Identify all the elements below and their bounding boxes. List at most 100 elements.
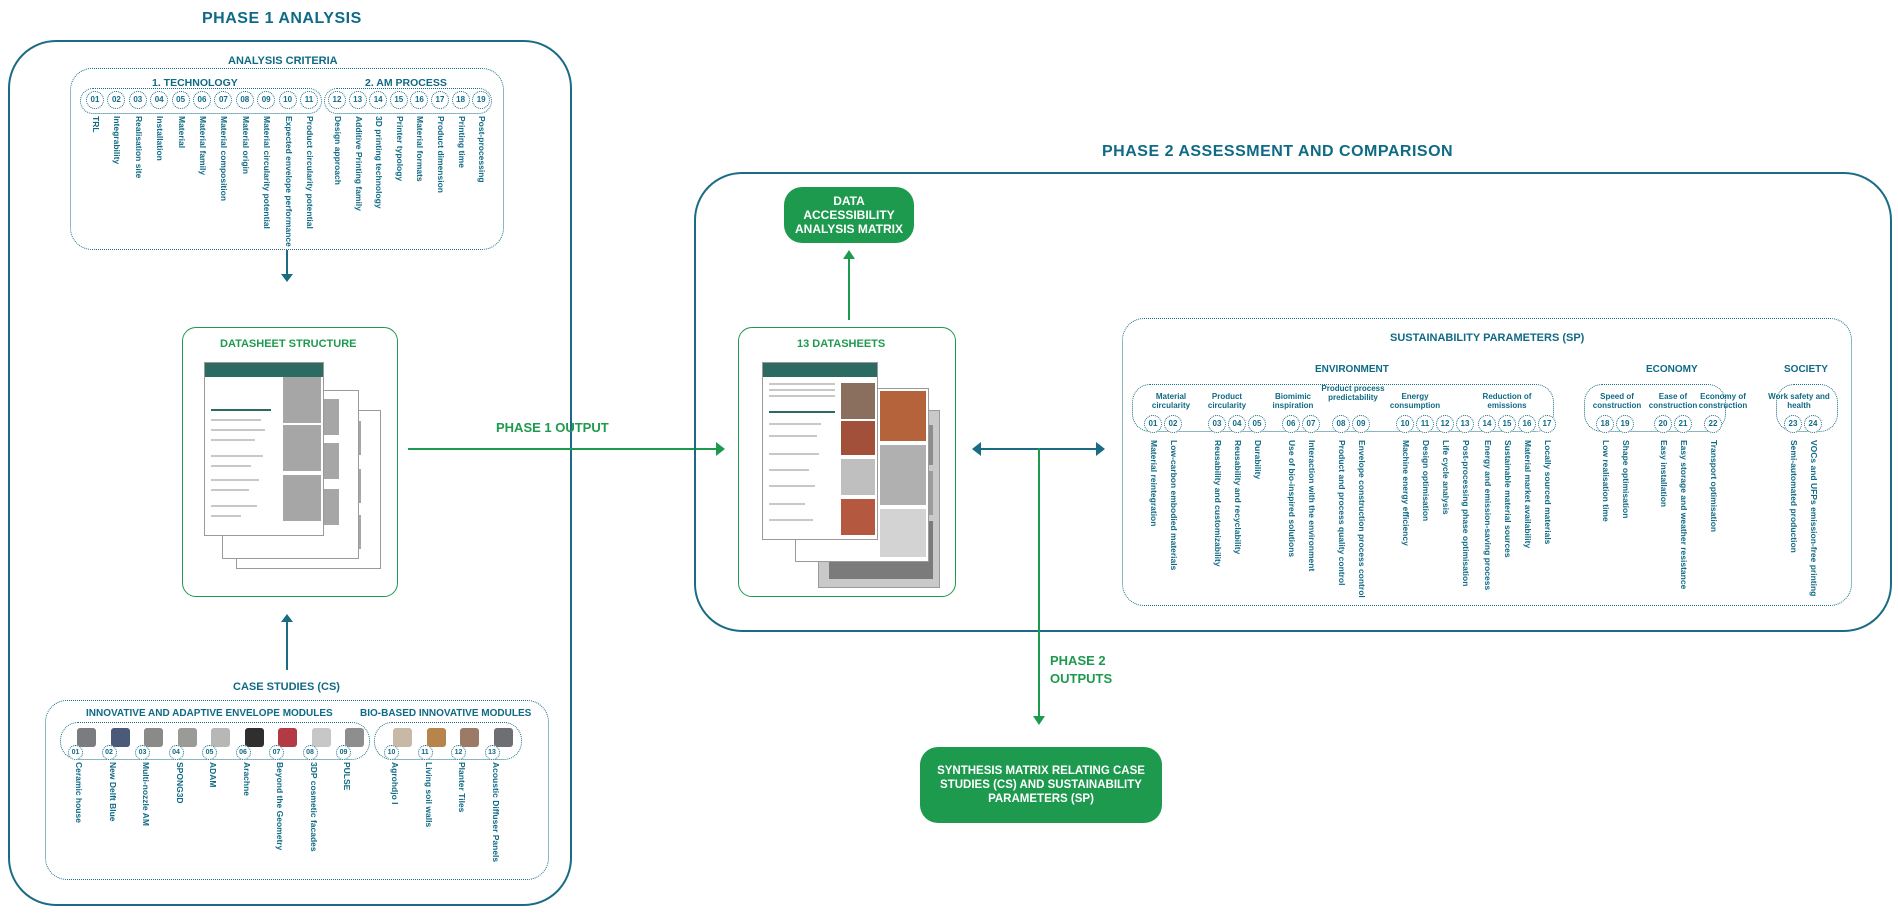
technology-group bbox=[80, 88, 322, 114]
criterion-label: Integrability bbox=[112, 116, 123, 165]
criterion-number: 07 bbox=[214, 91, 233, 109]
sp-label: Energy and emission-saving process bbox=[1483, 440, 1493, 591]
case-study-number: 05 bbox=[202, 745, 217, 760]
arrow-to-matrix-head bbox=[843, 250, 855, 259]
criterion-number: 01 bbox=[86, 91, 104, 109]
sp-label: Easy storage and weather resistance bbox=[1679, 440, 1689, 590]
phase1-output-label: PHASE 1 OUTPUT bbox=[496, 420, 609, 435]
criterion-label: Product circularity potential bbox=[305, 116, 315, 229]
sp-number: 23 bbox=[1784, 415, 1802, 433]
sp-group-label: Product circularity bbox=[1207, 392, 1247, 410]
criterion-label: Material formats bbox=[415, 116, 426, 182]
criterion-label: 3D printing technology bbox=[374, 116, 385, 209]
criterion-number: 18 bbox=[451, 91, 470, 109]
sp-group-label: Energy consumption bbox=[1389, 392, 1441, 410]
criterion-number: 09 bbox=[257, 91, 276, 109]
criterion-number: 12 bbox=[328, 91, 346, 109]
sp-label: Shape optimisation bbox=[1621, 440, 1631, 519]
criterion-number: 03 bbox=[128, 91, 147, 109]
case-study-image bbox=[144, 728, 163, 747]
sp-label: Durability bbox=[1253, 440, 1263, 480]
case-study-image bbox=[244, 728, 264, 747]
sp-number: 02 bbox=[1164, 415, 1182, 433]
phase1-output-arrowhead bbox=[716, 442, 725, 456]
case-study-label: Arachne bbox=[241, 762, 252, 797]
case-study-label: SPONG3D bbox=[174, 762, 185, 804]
case-study-image bbox=[211, 728, 230, 747]
criterion-label: Expected envelope performance bbox=[283, 116, 294, 247]
case-study-image bbox=[493, 728, 513, 747]
case-study-image bbox=[177, 728, 197, 747]
sp-label: Use of bio-inspired solutions bbox=[1287, 440, 1297, 558]
sp-group-label: Reduction of emissions bbox=[1482, 392, 1532, 410]
case-study-number: 10 bbox=[384, 745, 399, 760]
sp-number: 21 bbox=[1674, 415, 1692, 433]
technology-title: 1. TECHNOLOGY bbox=[152, 77, 238, 89]
economy-group bbox=[1584, 384, 1726, 432]
case-study-number: 11 bbox=[417, 745, 433, 760]
criterion-label: Material origin bbox=[240, 116, 251, 175]
criterion-number: 08 bbox=[235, 91, 254, 109]
data-accessibility-matrix: DATA ACCESSIBILITY ANALYSIS MATRIX bbox=[784, 187, 914, 243]
criterion-label: Design approach bbox=[333, 116, 343, 185]
sp-number: 13 bbox=[1456, 415, 1474, 433]
criterion-label: Printer typology bbox=[394, 116, 405, 182]
criterion-number: 17 bbox=[431, 91, 449, 109]
sp-number: 05 bbox=[1248, 415, 1266, 433]
arrow-criteria-head bbox=[281, 274, 293, 282]
criterion-label: TRL bbox=[91, 116, 101, 133]
sp-group-label: Work safety and health bbox=[1768, 392, 1830, 410]
criterion-number: 05 bbox=[171, 91, 190, 109]
sp-number: 12 bbox=[1436, 415, 1454, 433]
sp-number: 09 bbox=[1352, 415, 1370, 433]
criterion-number: 14 bbox=[369, 91, 388, 109]
synthesis-matrix: SYNTHESIS MATRIX RELATING CASE STUDIES (… bbox=[920, 747, 1162, 823]
sp-label: Easy installation bbox=[1659, 440, 1669, 508]
case-study-label: Multi-nozzle AM bbox=[141, 762, 151, 826]
datasheets-box bbox=[738, 327, 956, 597]
case-study-image bbox=[278, 728, 297, 747]
criterion-number: 11 bbox=[300, 91, 318, 109]
sp-label: Product and process quality control bbox=[1337, 440, 1347, 586]
sp-number: 14 bbox=[1478, 415, 1496, 433]
case-study-label: ADAM bbox=[208, 762, 218, 788]
sp-group-label: Biomimic inspiration bbox=[1272, 392, 1314, 410]
sp-label: Design optimisation bbox=[1421, 440, 1431, 522]
society-group bbox=[1776, 384, 1838, 432]
analysis-criteria-box bbox=[70, 68, 504, 250]
case-study-number: 13 bbox=[484, 745, 500, 760]
phase2-container bbox=[694, 172, 1892, 632]
sp-number: 10 bbox=[1396, 415, 1414, 433]
criterion-label: Product dimension bbox=[436, 116, 446, 193]
case-study-label: Agrohdjo I bbox=[390, 762, 400, 805]
criterion-label: Material circularity potential bbox=[262, 116, 273, 229]
criterion-label: Printing time bbox=[456, 116, 467, 168]
arrow-to-matrix bbox=[848, 258, 850, 320]
criterion-label: Post-processing bbox=[477, 116, 488, 183]
sp-group-label: Product process predictability bbox=[1321, 384, 1385, 402]
case-studies-box bbox=[45, 700, 549, 880]
case-study-label: Living soil walls bbox=[423, 762, 434, 828]
case-study-number: 01 bbox=[68, 745, 83, 760]
phase2-title: PHASE 2 ASSESSMENT AND COMPARISON bbox=[1102, 143, 1454, 160]
criterion-number: 06 bbox=[193, 91, 211, 109]
criterion-label: Realisation site bbox=[133, 116, 144, 179]
structure-page-1 bbox=[204, 362, 324, 536]
biobased-title: BIO-BASED INNOVATIVE MODULES bbox=[360, 708, 532, 719]
sp-label: Interaction with the environment bbox=[1307, 440, 1317, 572]
criterion-label: Installation bbox=[155, 116, 166, 161]
case-study-number: 07 bbox=[269, 745, 284, 760]
case-study-label: Acoustic Diffuser Panels bbox=[490, 762, 501, 863]
sp-number: 01 bbox=[1144, 415, 1162, 433]
sp-group-label: Material circularity bbox=[1151, 392, 1191, 410]
phase1-container bbox=[8, 40, 572, 906]
sp-number: 06 bbox=[1282, 415, 1300, 433]
case-study-number: 04 bbox=[168, 745, 184, 760]
biobased-group bbox=[374, 722, 522, 760]
sp-box bbox=[1122, 318, 1852, 606]
sp-environment: ENVIRONMENT bbox=[1315, 364, 1389, 375]
sp-group-label: Ease of construction bbox=[1648, 392, 1698, 410]
case-study-label: New Delft Blue bbox=[107, 762, 118, 822]
criterion-number: 13 bbox=[348, 91, 367, 109]
sp-label: Life cycle analysis bbox=[1441, 440, 1451, 515]
